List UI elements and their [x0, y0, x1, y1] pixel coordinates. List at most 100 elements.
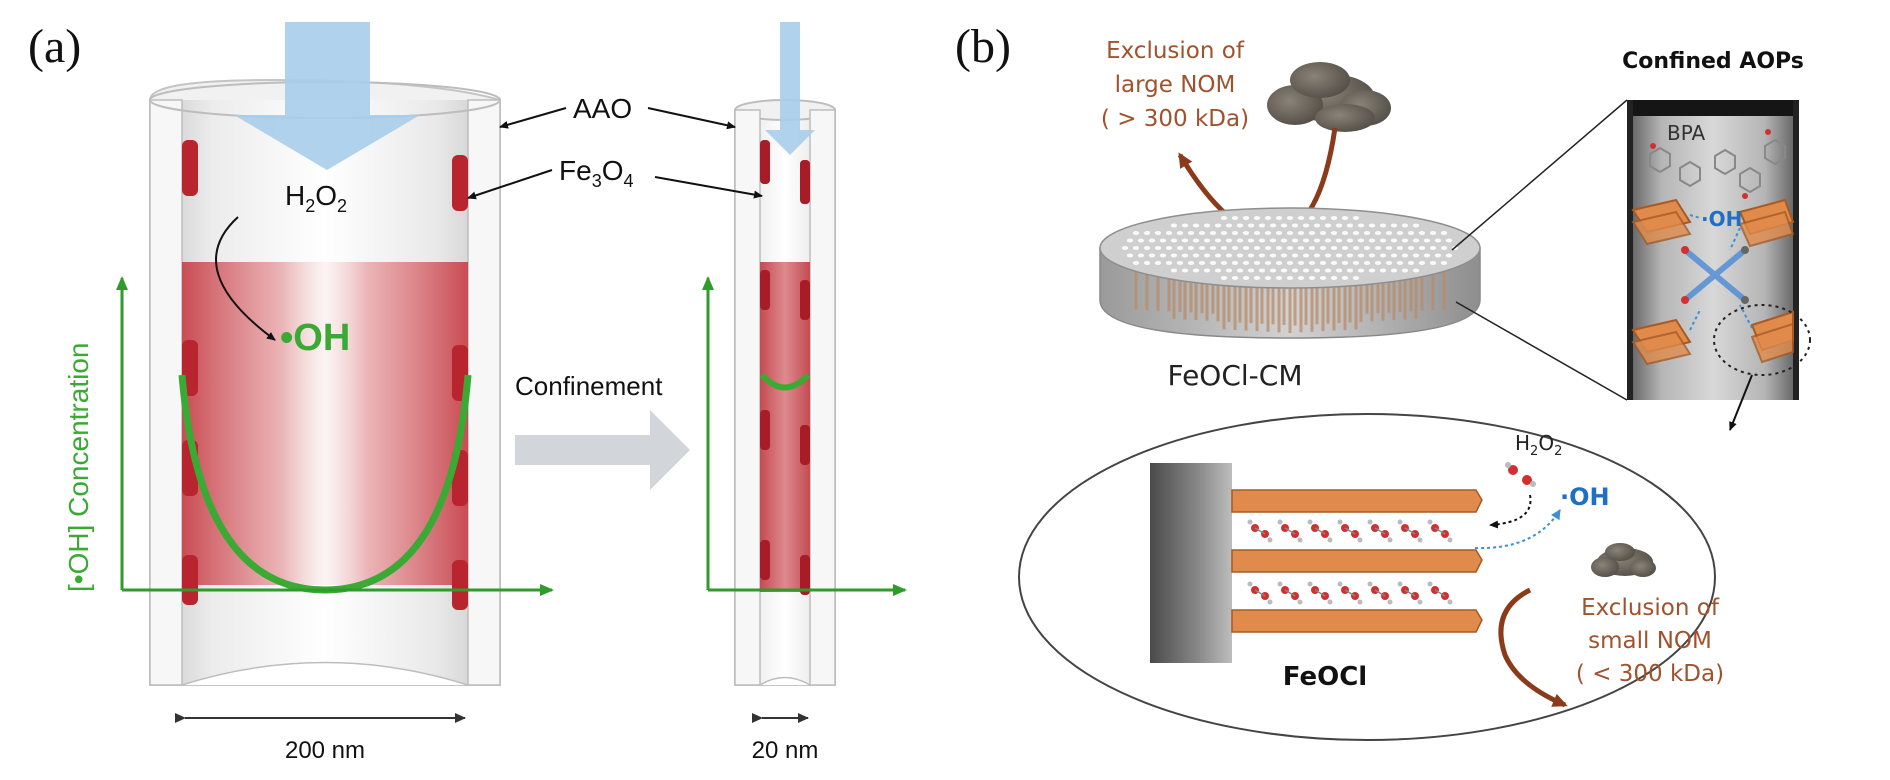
membrane-pore-opening	[1126, 253, 1134, 258]
bpa-oxygen-atoms	[1650, 129, 1771, 199]
membrane-pore-opening	[1308, 216, 1316, 220]
membrane-pore-opening	[1176, 231, 1184, 235]
h2o2-label-a: H2O2	[285, 180, 347, 216]
membrane-pore-opening	[1275, 216, 1283, 220]
pore-size-large: 200 nm	[285, 737, 365, 764]
membrane-pore-opening	[1203, 223, 1211, 228]
membrane-pore-opening	[1346, 268, 1354, 273]
feocl-label: FeOCl	[1283, 662, 1367, 692]
aao-label: AAO	[573, 93, 632, 124]
membrane-pore-opening	[1341, 216, 1349, 220]
membrane-pore-opening	[1313, 223, 1321, 228]
membrane-pore-opening	[1280, 253, 1288, 258]
membrane-pore-opening	[1176, 261, 1184, 265]
membrane-pore-opening	[1352, 246, 1360, 250]
membrane-pore-opening	[1154, 261, 1162, 265]
membrane-pore-opening	[1269, 238, 1277, 243]
membrane-pore-opening	[1269, 268, 1277, 273]
bpa-label: BPA	[1667, 121, 1706, 145]
membrane-pore-opening	[1143, 231, 1151, 235]
zoom-arrow-to-detail	[1729, 374, 1753, 431]
membrane-pore-opening	[1374, 261, 1382, 265]
membrane-pore-opening	[1187, 246, 1195, 250]
membrane-pore-opening	[1242, 216, 1250, 220]
exclusion-large-line-2: large NOM	[1115, 72, 1236, 98]
membrane-pore-opening	[1154, 246, 1162, 250]
membrane-pore-openings	[1121, 216, 1459, 280]
interlayer-h2o2	[1427, 519, 1453, 543]
membrane-pore-opening	[1357, 238, 1365, 243]
membrane-pore-opening	[1390, 238, 1398, 243]
membrane-pore-opening	[1220, 216, 1228, 220]
confinement-label: Confinement	[515, 371, 663, 401]
membrane-pore-opening	[1297, 246, 1305, 250]
membrane-pore-opening	[1434, 253, 1442, 258]
membrane-pore-opening	[1390, 268, 1398, 273]
membrane-pore-opening	[1302, 253, 1310, 258]
membrane-pore-opening	[1132, 246, 1140, 250]
membrane-pore-opening	[1203, 268, 1211, 273]
oh-label-detail: ·OH	[1560, 483, 1610, 511]
membrane-pore-opening	[1148, 238, 1156, 243]
membrane-pore-opening	[1341, 246, 1349, 250]
panel-b: (b) Exclusion of large NOM ( > 300 kDa) …	[955, 20, 1811, 741]
membrane-pore-opening	[1379, 268, 1387, 273]
panel-a: (a) H2O2 •OH	[28, 20, 907, 764]
membrane-pore-opening	[1407, 231, 1415, 235]
zoom-line-bottom	[1455, 301, 1628, 401]
membrane-pore-opening	[1412, 253, 1420, 258]
membrane-pore-opening	[1319, 231, 1327, 235]
oh-concentration-curve-small	[759, 372, 811, 391]
membrane-pore-opening	[1121, 246, 1129, 250]
membrane-pore-opening	[1242, 276, 1250, 280]
membrane-pore-opening	[1341, 261, 1349, 265]
membrane-pore-opening	[1319, 276, 1327, 280]
membrane-pore-opening	[1225, 268, 1233, 273]
membrane-pore-opening	[1445, 238, 1453, 243]
membrane-pore-opening	[1407, 261, 1415, 265]
membrane-pore-opening	[1253, 216, 1261, 220]
membrane-pore-opening	[1418, 246, 1426, 250]
membrane-pore-opening	[1330, 261, 1338, 265]
membrane-pore-opening	[1280, 268, 1288, 273]
membrane-pore-opening	[1379, 238, 1387, 243]
membrane-pore-opening	[1396, 246, 1404, 250]
membrane-pore-opening	[1308, 231, 1316, 235]
membrane-pore-opening	[1363, 246, 1371, 250]
membrane-pore-opening	[1258, 268, 1266, 273]
interlayer-h2o2	[1427, 581, 1453, 605]
membrane-pore-opening	[1225, 223, 1233, 228]
membrane-pore-opening	[1324, 268, 1332, 273]
aao-leader-left	[499, 107, 567, 129]
membrane-pore-opening	[1231, 261, 1239, 265]
membrane-pore-opening	[1209, 231, 1217, 235]
membrane-pore-opening	[1390, 223, 1398, 228]
interlayer-h2o2	[1247, 581, 1273, 605]
membrane-pore-opening	[1297, 216, 1305, 220]
membrane-pore-opening	[1313, 238, 1321, 243]
confined-aops-title: Confined AOPs	[1622, 49, 1804, 74]
h2o2-molecules-interlayer	[1247, 519, 1453, 605]
membrane-pore-opening	[1308, 261, 1316, 265]
membrane-pore-opening	[1346, 253, 1354, 258]
membrane-pore-opening	[1297, 276, 1305, 280]
membrane-pore-opening	[1341, 231, 1349, 235]
membrane-pore-opening	[1429, 261, 1437, 265]
membrane-pore-opening	[1247, 268, 1255, 273]
h2o2-molecule-b	[1505, 462, 1536, 487]
membrane-pore-opening	[1330, 216, 1338, 220]
membrane-pore-opening	[1357, 268, 1365, 273]
membrane-pore-opening	[1159, 253, 1167, 258]
membrane-pore-opening	[1253, 261, 1261, 265]
membrane-pore-opening	[1220, 231, 1228, 235]
membrane-pore-opening	[1401, 253, 1409, 258]
membrane-pore-opening	[1198, 246, 1206, 250]
exclusion-large-text: Exclusion of large NOM ( > 300 kDa)	[1101, 38, 1249, 132]
membrane-pore-opening	[1192, 253, 1200, 258]
membrane-pore-opening	[1220, 261, 1228, 265]
membrane-pore-opening	[1363, 231, 1371, 235]
membrane-pore-opening	[1192, 223, 1200, 228]
membrane-pore-opening	[1313, 268, 1321, 273]
membrane-pore-opening	[1170, 253, 1178, 258]
